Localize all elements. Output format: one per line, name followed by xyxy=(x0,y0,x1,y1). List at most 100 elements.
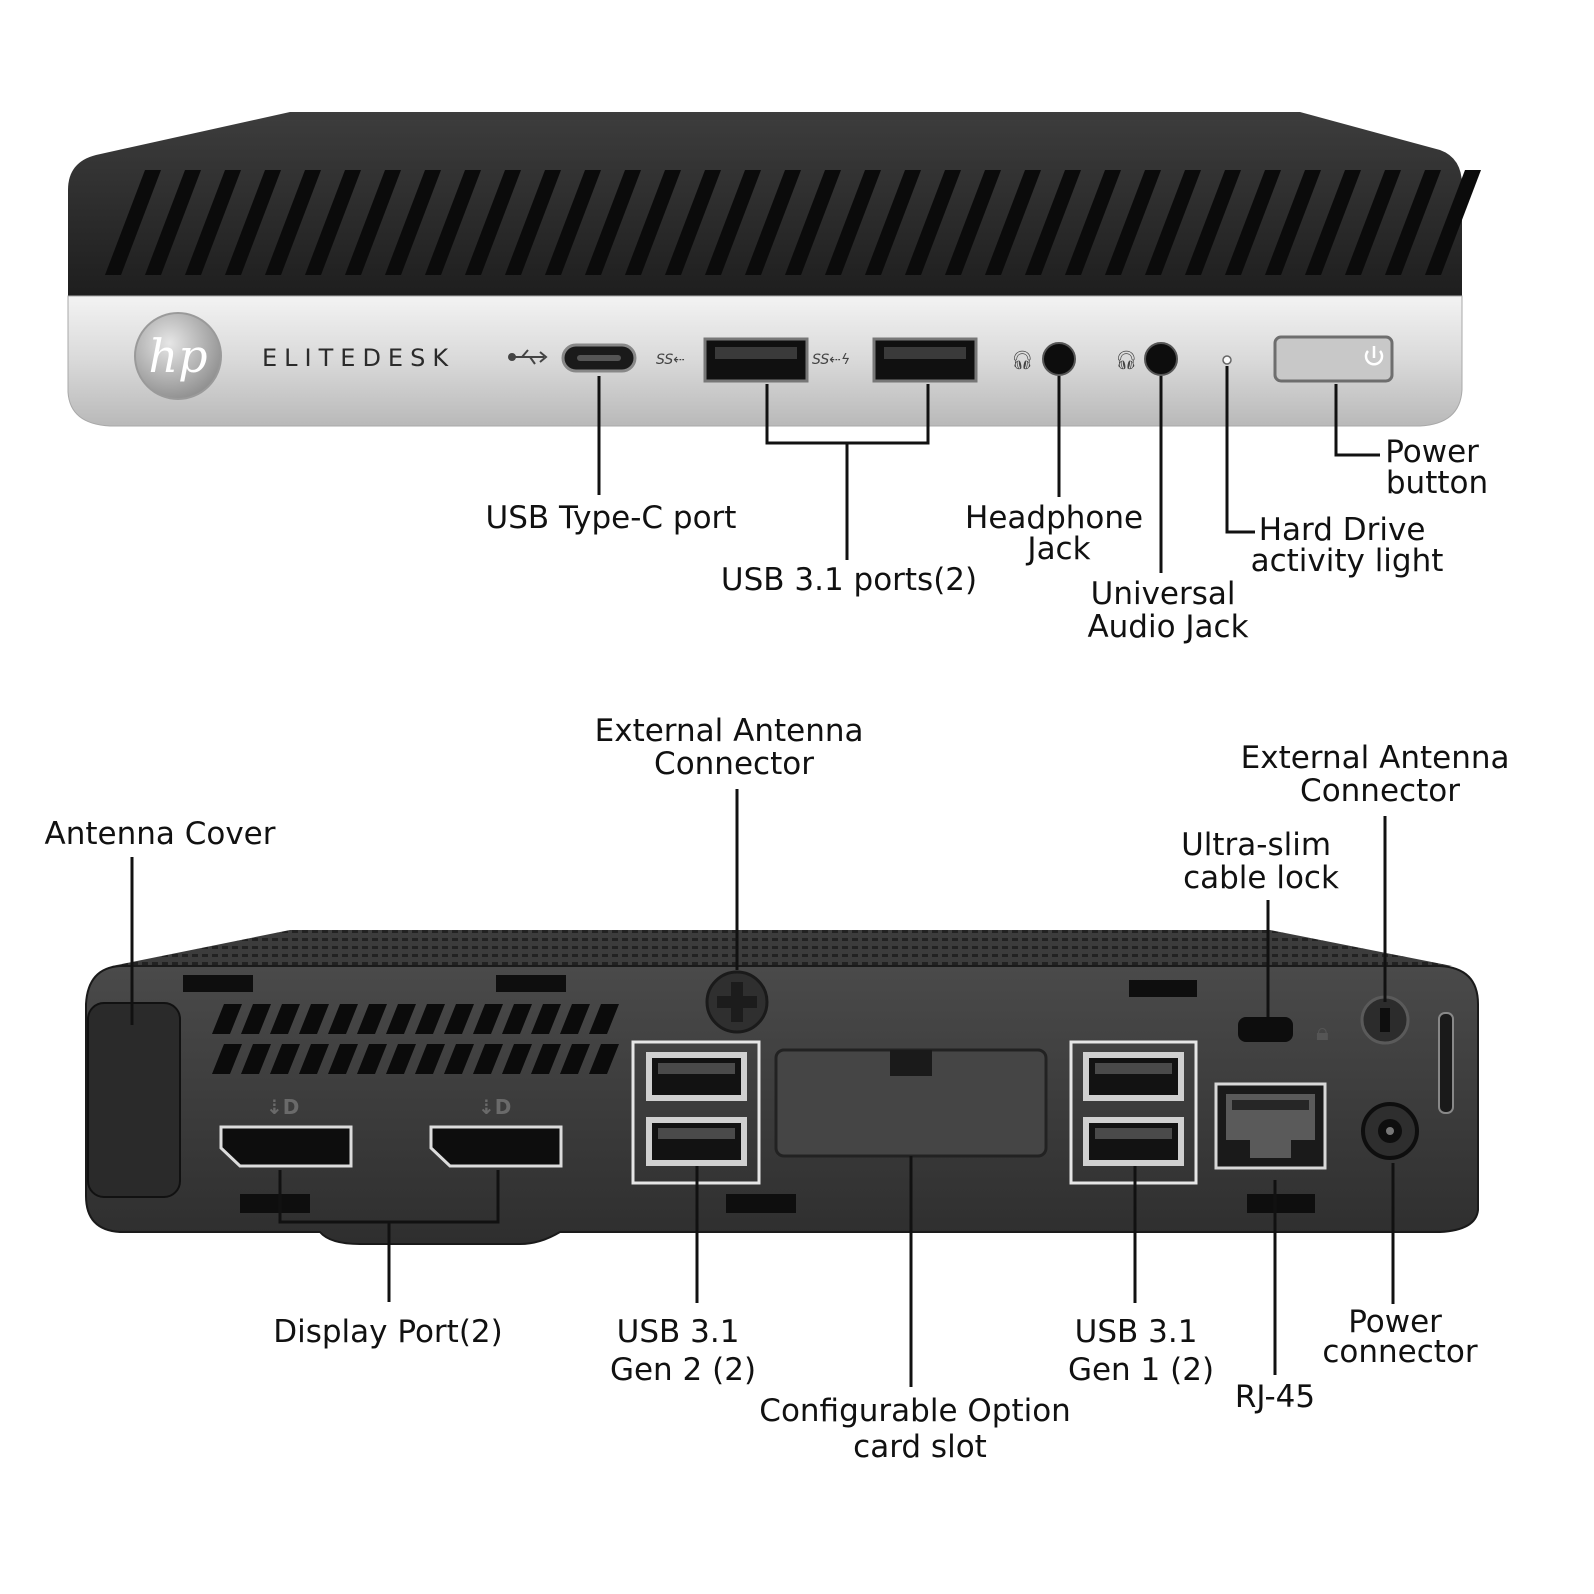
front-vent-slot xyxy=(1145,170,1201,275)
front-vent-slot xyxy=(385,170,441,275)
rear-top-slot xyxy=(496,975,566,992)
front-vent-slot xyxy=(1385,170,1441,275)
headphone-jack xyxy=(1042,342,1076,376)
displayport-2: ⇣D xyxy=(429,1095,563,1168)
front-vent-slot xyxy=(945,170,1001,275)
displayport-icon: ⇣D xyxy=(478,1095,511,1119)
antenna-cover xyxy=(87,1002,181,1198)
rear-vent-slot xyxy=(212,1004,242,1034)
rear-vent-grille xyxy=(212,1004,619,1074)
superspeed-icon: SS⇠ xyxy=(656,352,685,368)
front-vent-slot xyxy=(305,170,361,275)
label-universal-audio-jack: Universal Audio Jack xyxy=(1087,576,1248,645)
front-vent-slot xyxy=(985,170,1041,275)
chassis-release-tab xyxy=(1438,1012,1454,1114)
rj45-port xyxy=(1214,1082,1327,1170)
rear-vent-slot xyxy=(560,1004,590,1034)
right-antenna-connector xyxy=(1360,995,1410,1045)
hp-logo: hp xyxy=(134,312,222,400)
front-usb-a-port-1 xyxy=(703,337,809,383)
front-usb-a-port-2 xyxy=(872,337,978,383)
label-rj45: RJ-45 xyxy=(1235,1379,1315,1415)
front-vent-slot xyxy=(1305,170,1361,275)
displayport-icon: ⇣D xyxy=(266,1095,299,1119)
rear-view: ⇣D ⇣D xyxy=(44,713,1520,1465)
label-usb-31-ports: USB 3.1 ports(2) xyxy=(721,562,977,598)
front-view: hp ELITEDESK SS⇠ SS⇠ϟ 🎧︎ 🎧︎ xyxy=(67,112,1488,645)
label-headphone-jack: Headphone Jack xyxy=(965,500,1153,567)
label-usb-gen2: USB 3.1 Gen 2 (2) xyxy=(610,1314,756,1388)
front-leader-lines xyxy=(597,366,1380,573)
front-vent-slot xyxy=(225,170,281,275)
front-vent-slot xyxy=(425,170,481,275)
cable-lock-slot xyxy=(1238,1017,1293,1042)
rear-vent-slot xyxy=(531,1004,561,1034)
rear-leader-lines xyxy=(130,789,1395,1387)
front-vent-slot xyxy=(1105,170,1161,275)
rear-vent-slot xyxy=(386,1004,416,1034)
superspeed-charge-icon: SS⇠ϟ xyxy=(812,352,850,368)
front-vent-slot xyxy=(825,170,881,275)
rear-vent-slot xyxy=(328,1044,358,1074)
front-chassis-top xyxy=(68,112,1462,296)
label-option-card-slot: Configurable Option card slot xyxy=(759,1393,1080,1465)
displayport-1: ⇣D xyxy=(219,1095,353,1168)
rear-top-slot xyxy=(183,975,253,992)
front-vent-slot xyxy=(1025,170,1081,275)
brand-name: ELITEDESK xyxy=(262,344,455,372)
rear-vent-slot xyxy=(502,1004,532,1034)
front-vent-slot xyxy=(1065,170,1121,275)
front-vent-slot xyxy=(1425,170,1481,275)
rear-bottom-slot xyxy=(726,1194,796,1213)
universal-audio-jack xyxy=(1144,342,1178,376)
rear-bottom-slot xyxy=(1247,1194,1315,1213)
rear-vent-slot xyxy=(386,1044,416,1074)
power-button xyxy=(1273,335,1394,383)
rear-vent-slot xyxy=(270,1044,300,1074)
rear-bottom-slot xyxy=(240,1194,310,1213)
rear-vent-slot xyxy=(328,1004,358,1034)
front-vent-slot xyxy=(745,170,801,275)
rear-vent-slot xyxy=(299,1044,329,1074)
headset-icon: 🎧︎ xyxy=(1115,350,1138,371)
front-vent-slot xyxy=(465,170,521,275)
rear-vent-slot xyxy=(299,1004,329,1034)
front-vent-slot xyxy=(145,170,201,275)
rear-vent-slot xyxy=(444,1044,474,1074)
front-vent-slot xyxy=(185,170,241,275)
rear-vent-slot xyxy=(415,1004,445,1034)
center-antenna-connector xyxy=(705,970,769,1034)
power-connector-port xyxy=(1361,1102,1419,1160)
label-antenna-cover: Antenna Cover xyxy=(44,816,275,852)
rear-vent-slot xyxy=(560,1044,590,1074)
option-card-slot xyxy=(774,1048,1048,1158)
rear-vent-slot xyxy=(473,1044,503,1074)
usb-31-gen2-ports xyxy=(631,1040,761,1185)
rear-vent-slot xyxy=(589,1004,619,1034)
front-vent-slot xyxy=(1265,170,1321,275)
headphone-icon: 🎧︎ xyxy=(1011,350,1034,371)
rear-vent-slot xyxy=(357,1004,387,1034)
hard-drive-activity-light xyxy=(1222,355,1232,365)
front-vent-slot xyxy=(345,170,401,275)
label-usb-gen1: USB 3.1 Gen 1 (2) xyxy=(1068,1314,1214,1388)
front-vent-slot xyxy=(785,170,841,275)
front-vent-slot xyxy=(865,170,921,275)
front-vent-slot xyxy=(1185,170,1241,275)
rear-vent-slot xyxy=(473,1004,503,1034)
rear-vent-slot xyxy=(531,1044,561,1074)
front-vent-slot xyxy=(705,170,761,275)
front-vent-slot xyxy=(625,170,681,275)
label-external-antenna-right: External Antenna Connector xyxy=(1241,740,1520,809)
lock-icon: 🔒︎ xyxy=(1316,1018,1329,1046)
front-vent-slot xyxy=(905,170,961,275)
rear-vent-slot xyxy=(241,1004,271,1034)
rear-top-slot xyxy=(1129,980,1197,997)
label-display-port: Display Port(2) xyxy=(273,1314,503,1350)
rear-vent-slot xyxy=(589,1044,619,1074)
front-vent-grille xyxy=(105,170,1481,275)
hp-logo-text: hp xyxy=(148,329,207,383)
front-vent-slot xyxy=(545,170,601,275)
usb-type-c-tongue xyxy=(577,355,621,361)
